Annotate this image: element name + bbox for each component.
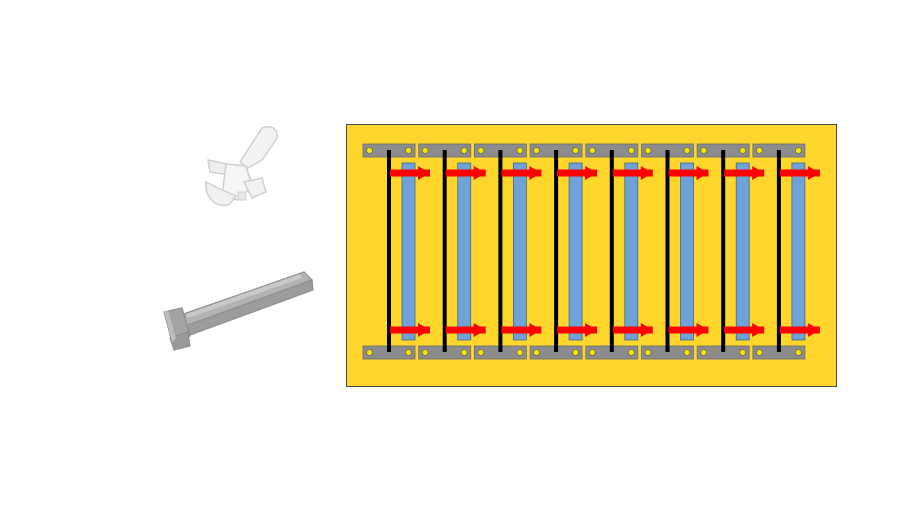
mounting-hole	[405, 349, 412, 356]
insert-arrow-head	[585, 166, 598, 180]
insert-arrow-shaft	[779, 326, 820, 334]
insert-arrow-shaft	[390, 169, 430, 177]
mounting-hole	[460, 349, 468, 356]
insert-arrow-shaft	[612, 326, 653, 334]
mounting-hole	[460, 147, 468, 154]
card-guide-rail	[163, 271, 314, 351]
insert-arrow-shaft	[557, 169, 598, 177]
insert-arrow-shaft	[445, 326, 486, 334]
slot-wire	[721, 150, 726, 352]
mounting-hole	[795, 147, 802, 154]
mounting-hole	[756, 349, 763, 356]
slot-card	[513, 162, 527, 341]
mounting-hole	[366, 349, 373, 356]
mounting-hole	[421, 147, 429, 154]
insert-arrow-shaft	[501, 326, 542, 334]
mounting-hole	[516, 147, 524, 154]
insert-arrow-head	[640, 323, 653, 337]
slot-card	[791, 162, 806, 341]
mounting-hole	[627, 349, 635, 356]
mounting-hole	[533, 349, 540, 356]
slot-wire	[776, 150, 781, 352]
mounting-hole	[533, 147, 540, 154]
slot-card	[735, 162, 750, 341]
pcb-support-clip	[205, 126, 278, 207]
slot-card	[624, 162, 639, 341]
insert-arrow-head	[585, 323, 598, 337]
mounting-hole	[477, 349, 485, 356]
mounting-hole	[739, 349, 747, 356]
slot-wire	[387, 150, 391, 352]
insert-arrow-head	[807, 323, 820, 337]
insert-arrow-shaft	[668, 326, 709, 334]
mounting-hole	[572, 147, 579, 154]
slot-wire	[498, 150, 503, 352]
mounting-hole	[572, 349, 579, 356]
slot-card	[680, 162, 694, 341]
insert-arrow-shaft	[724, 169, 765, 177]
insert-arrow-shaft	[724, 326, 765, 334]
mounting-hole	[683, 349, 691, 356]
insert-arrow-shaft	[668, 169, 709, 177]
slot-wire	[665, 150, 670, 352]
insert-arrow-shaft	[445, 169, 486, 177]
slot-wire	[554, 150, 559, 352]
mounting-hole	[644, 349, 652, 356]
mounting-hole	[366, 147, 373, 154]
mounting-hole	[477, 147, 485, 154]
mounting-hole	[588, 349, 596, 356]
mounting-hole	[516, 349, 524, 356]
insert-arrow-head	[696, 166, 709, 180]
insert-arrow-head	[418, 323, 430, 337]
mounting-hole	[405, 147, 412, 154]
insert-arrow-shaft	[612, 169, 653, 177]
mounting-hole	[756, 147, 763, 154]
insert-arrow-shaft	[779, 169, 820, 177]
insert-arrow-head	[640, 166, 653, 180]
mounting-hole	[421, 349, 429, 356]
slot-card	[457, 162, 472, 341]
slot-card	[401, 162, 416, 341]
insert-arrow-shaft	[501, 169, 542, 177]
insert-arrow-head	[529, 323, 542, 337]
insert-arrow-head	[473, 166, 486, 180]
insert-arrow-head	[529, 166, 542, 180]
insert-arrow-head	[473, 323, 486, 337]
insert-arrow-head	[752, 166, 765, 180]
mounting-hole	[627, 147, 635, 154]
insert-arrow-head	[752, 323, 765, 337]
mounting-hole	[795, 349, 802, 356]
slot-card	[568, 162, 583, 341]
mounting-hole	[644, 147, 652, 154]
mounting-hole	[739, 147, 747, 154]
card-rack	[362, 143, 820, 360]
insert-arrow-head	[807, 166, 820, 180]
insert-arrow-head	[696, 323, 709, 337]
mounting-hole	[588, 147, 596, 154]
mounting-hole	[700, 349, 708, 356]
slot-wire	[442, 150, 447, 352]
mounting-hole	[683, 147, 691, 154]
slot-wire	[609, 150, 614, 352]
insert-arrow-shaft	[390, 326, 430, 334]
insert-arrow-shaft	[557, 326, 598, 334]
insert-arrow-head	[418, 166, 430, 180]
mounting-hole	[700, 147, 708, 154]
